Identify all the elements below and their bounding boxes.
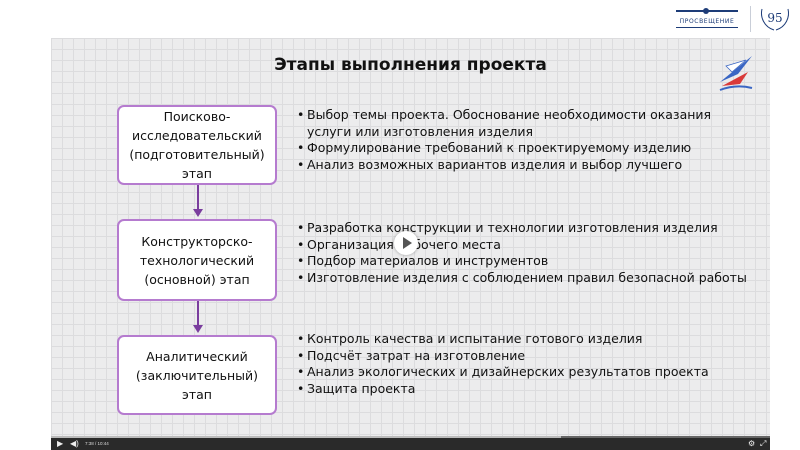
list-item: •Формулирование требований к проектируем… xyxy=(297,140,692,155)
progress-bar[interactable] xyxy=(51,436,770,438)
list-item: •Подсчёт затрат на изготовление xyxy=(297,347,526,363)
list-item: •Подбор материалов и инструментов xyxy=(297,253,549,268)
stage-label: Конструкторско- технологический (основно… xyxy=(139,233,255,287)
volume-icon[interactable]: ◀) xyxy=(70,439,79,448)
bullet-icon: • xyxy=(297,220,305,235)
stage-2-bullet-list: •Разработка конструкции и технологии изг… xyxy=(297,220,757,286)
time-display: 7:38 / 10:44 xyxy=(85,441,109,446)
fullscreen-icon[interactable]: ⤢ xyxy=(760,439,767,448)
header-divider xyxy=(750,6,751,32)
progress-fill xyxy=(51,436,562,438)
bullet-icon: • xyxy=(297,253,305,268)
stage-3-bullet-list: •Контроль качества и испытание готового … xyxy=(297,331,757,397)
list-item: •Защита проекта xyxy=(297,380,416,396)
bullet-icon: • xyxy=(297,364,305,379)
flow-arrow-line xyxy=(197,301,199,326)
bullet-icon: • xyxy=(297,331,305,346)
anniversary-number: 95 xyxy=(767,11,782,25)
play-icon[interactable]: ▶ xyxy=(57,439,64,448)
slide-canvas: Этапы выполнения проекта Поисково- иссле… xyxy=(51,38,770,436)
list-item: •Разработка конструкции и технологии изг… xyxy=(297,220,718,235)
list-item: •Анализ возможных вариантов изделия и вы… xyxy=(297,156,683,172)
logo-underline xyxy=(676,27,738,28)
bullet-icon: • xyxy=(297,140,305,155)
bullet-icon: • xyxy=(297,269,305,285)
prosveshchenie-logo[interactable]: ПРОСВЕЩЕНИЕ xyxy=(676,8,738,30)
bullet-icon: • xyxy=(297,236,305,252)
logo-dot xyxy=(703,8,709,14)
bullet-icon: • xyxy=(297,380,305,396)
arrow-down-icon xyxy=(193,209,203,217)
settings-icon[interactable]: ⚙ xyxy=(748,439,756,448)
anniversary-logo: 95 xyxy=(761,8,789,31)
stage-1-bullet-list: •Выбор темы проекта. Обоснование необход… xyxy=(297,107,757,173)
bullet-icon: • xyxy=(297,156,305,172)
bullet-icon: • xyxy=(297,347,305,363)
list-item: •Контроль качества и испытание готового … xyxy=(297,331,643,346)
list-item: •Организация рабочего места xyxy=(297,236,501,252)
video-player[interactable]: Этапы выполнения проекта Поисково- иссле… xyxy=(51,38,770,450)
stage-label: Поисково- исследовательский (подготовите… xyxy=(129,109,265,181)
site-header: ПРОСВЕЩЕНИЕ 95 xyxy=(0,0,800,38)
bullet-icon: • xyxy=(297,107,305,122)
player-control-bar: ▶ ◀) 7:38 / 10:44 ⚙ ⤢ xyxy=(51,436,770,450)
list-item: •Выбор темы проекта. Обоснование необход… xyxy=(297,107,712,139)
list-item: •Изготовление изделия с соблюдением прав… xyxy=(297,269,747,285)
list-item: •Анализ экологических и дизайнерских рез… xyxy=(297,364,709,379)
slide-title: Этапы выполнения проекта xyxy=(274,55,547,75)
logo-text: ПРОСВЕЩЕНИЕ xyxy=(679,18,735,25)
stage-box-analysis: Аналитический (заключительный) этап xyxy=(117,335,277,415)
stage-box-search: Поисково- исследовательский (подготовите… xyxy=(117,105,277,185)
bird-logo-icon xyxy=(719,56,753,91)
center-play-button[interactable] xyxy=(394,231,418,255)
arrow-down-icon xyxy=(193,325,203,333)
stage-label: Аналитический (заключительный) этап xyxy=(135,348,259,402)
flow-arrow-line xyxy=(197,185,199,210)
stage-box-design: Конструкторско- технологический (основно… xyxy=(117,219,277,301)
